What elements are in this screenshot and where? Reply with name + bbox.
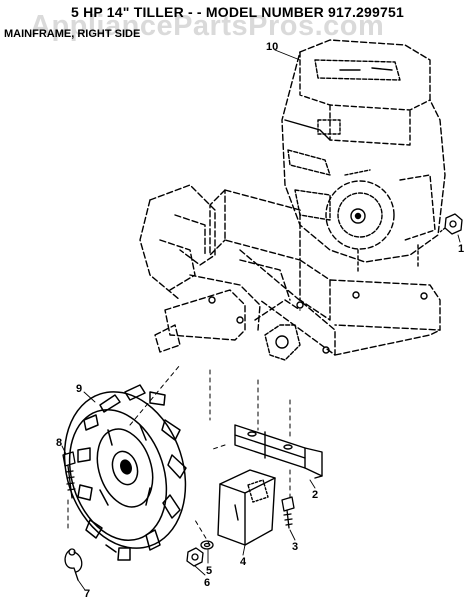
axle-bolt-part-8 <box>62 451 76 499</box>
callout-2: 2 <box>312 489 318 501</box>
lock-washer-part-5 <box>200 540 214 550</box>
page-title: 5 HP 14" TILLER - - MODEL NUMBER 917.299… <box>71 4 404 20</box>
hex-nut-part-1 <box>439 213 463 235</box>
callout-leader-lines <box>61 49 461 591</box>
callout-5: 5 <box>206 565 212 577</box>
hairpin-clip-part-7 <box>64 548 83 581</box>
callout-6: 6 <box>204 577 210 589</box>
mainframe-drawing <box>209 189 441 361</box>
bolt-part-3 <box>281 496 295 529</box>
hex-nut-part-6 <box>186 547 204 567</box>
callout-3: 3 <box>292 541 298 553</box>
callout-8: 8 <box>56 437 62 449</box>
callout-7: 7 <box>84 588 90 600</box>
callout-4: 4 <box>240 556 247 568</box>
callout-9: 9 <box>76 383 82 395</box>
wheel-weight-part-4 <box>217 469 276 546</box>
tine-assembly-drawing <box>139 184 301 353</box>
callout-1: 1 <box>458 243 464 255</box>
mounting-bracket-part-2 <box>234 424 323 479</box>
watermark-text: AppliancePartsPros.com <box>30 10 385 42</box>
page-subtitle: MAINFRAME, RIGHT SIDE <box>4 28 141 40</box>
engine-drawing <box>281 39 446 273</box>
assembly-guide-lines <box>67 364 291 546</box>
callout-10: 10 <box>266 41 278 53</box>
